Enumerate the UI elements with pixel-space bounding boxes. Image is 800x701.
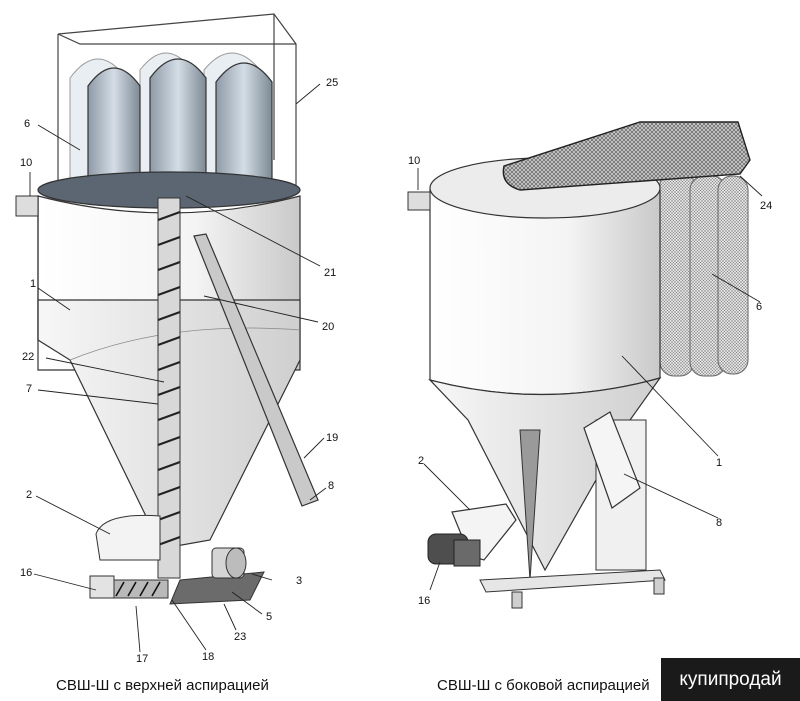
label-25: 25 xyxy=(326,77,338,89)
label-5: 5 xyxy=(266,611,272,623)
label-r16: 16 xyxy=(418,595,430,607)
label-r1: 1 xyxy=(716,457,722,469)
label-10: 10 xyxy=(20,157,32,169)
left-machine: 25 6 10 1 21 20 22 7 19 2 8 16 3 5 23 17… xyxy=(15,13,338,665)
label-19: 19 xyxy=(326,432,338,444)
label-r6: 6 xyxy=(756,301,762,313)
side-filter-sleeves xyxy=(659,169,749,377)
right-callouts xyxy=(417,168,763,591)
label-r24: 24 xyxy=(760,200,772,212)
label-3: 3 xyxy=(296,575,302,587)
drive-motor xyxy=(169,547,265,605)
label-18: 18 xyxy=(202,651,214,663)
label-r8: 8 xyxy=(716,517,722,529)
label-22: 22 xyxy=(22,351,34,363)
discharge-box xyxy=(583,411,641,509)
label-16: 16 xyxy=(20,567,32,579)
label-1: 1 xyxy=(30,278,36,290)
label-23: 23 xyxy=(234,631,246,643)
loading-screw xyxy=(89,575,169,599)
label-8: 8 xyxy=(328,480,334,492)
vertical-screw xyxy=(157,197,181,579)
feed-trough xyxy=(95,514,161,561)
right-machine: 10 24 6 1 2 8 16 xyxy=(407,121,772,609)
mixer-cylinder xyxy=(429,189,661,396)
label-21: 21 xyxy=(324,267,336,279)
discharge-chute xyxy=(193,233,319,507)
label-7: 7 xyxy=(26,383,32,395)
filter-sleeves xyxy=(87,58,273,191)
label-r10: 10 xyxy=(408,155,420,167)
label-2: 2 xyxy=(26,489,32,501)
site-watermark[interactable]: купипродай xyxy=(661,658,800,701)
label-r2: 2 xyxy=(418,455,424,467)
label-6: 6 xyxy=(24,118,30,130)
label-17: 17 xyxy=(136,653,148,665)
aspiration-frame xyxy=(57,13,297,188)
label-20: 20 xyxy=(322,321,334,333)
left-caption: СВШ-Ш с верхней аспирацией xyxy=(56,677,269,694)
left-callouts xyxy=(15,83,327,653)
aspiration-cover xyxy=(502,121,751,191)
feed-motor xyxy=(427,533,481,567)
right-caption: СВШ-Ш с боковой аспирацией xyxy=(437,677,650,694)
